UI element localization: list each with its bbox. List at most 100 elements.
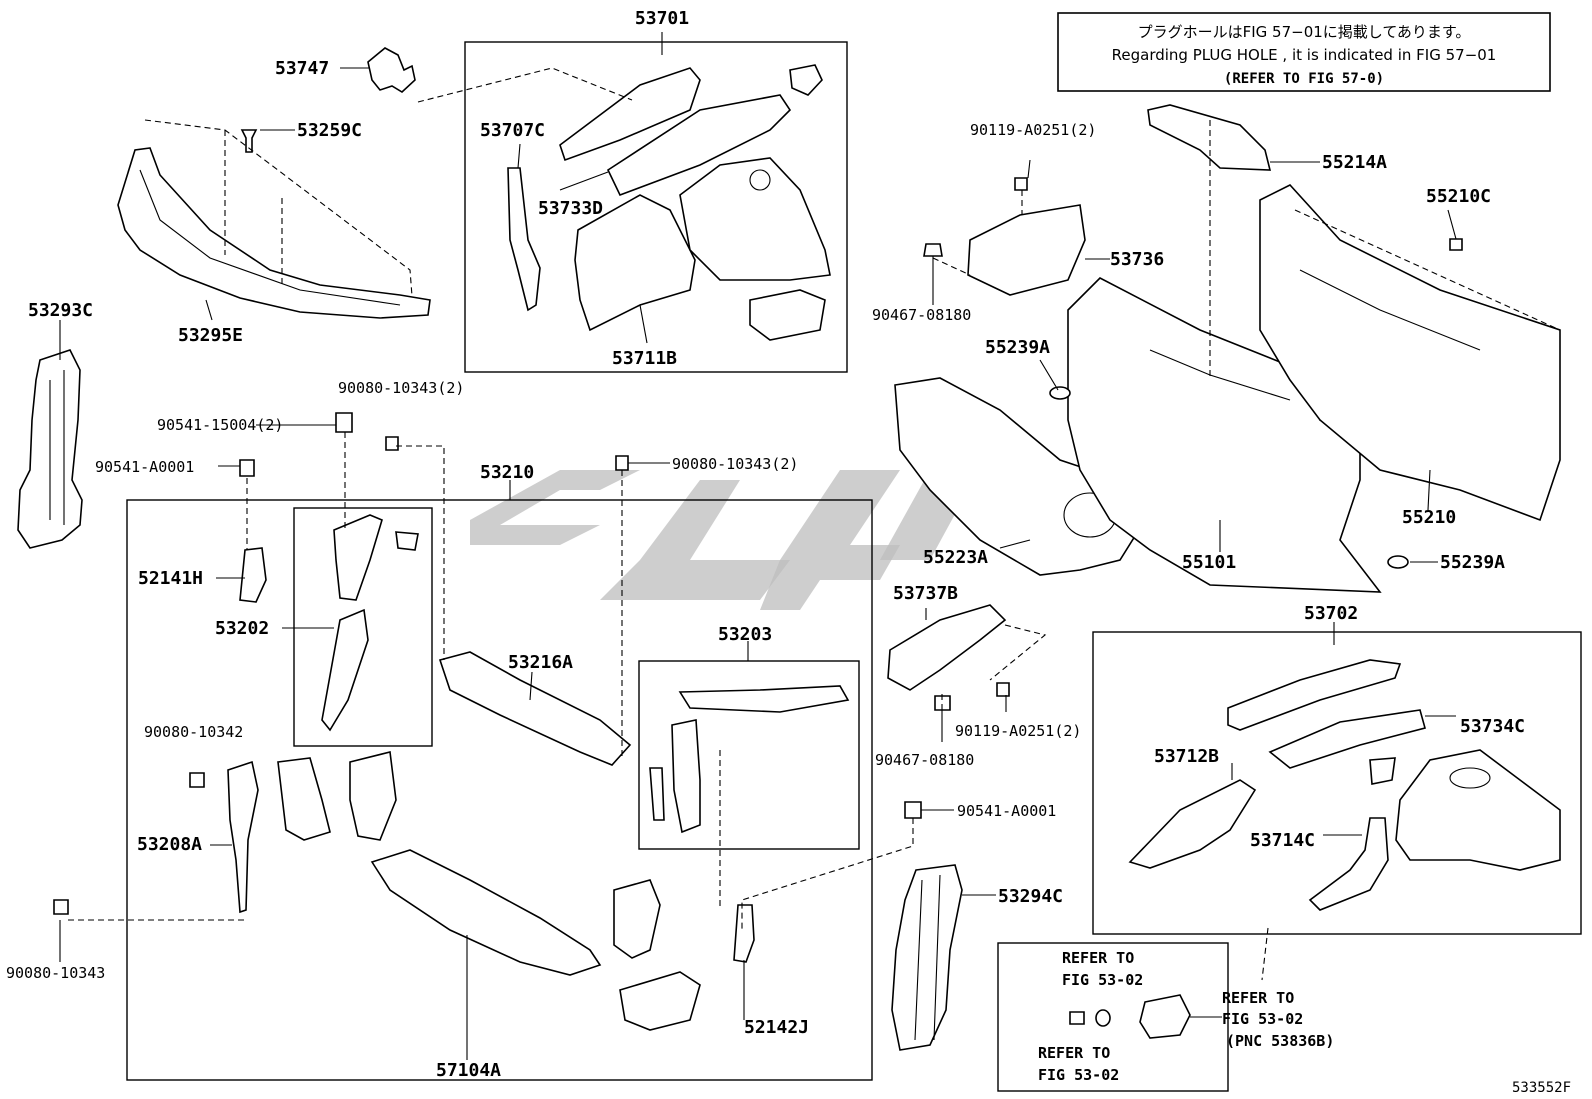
part-52142J-bracket — [733, 904, 755, 963]
label-53203: 53203 — [718, 624, 772, 645]
grommet-55239A-lower — [1387, 555, 1409, 569]
group-box-53701 — [464, 41, 848, 373]
clip-90541-15004 — [335, 412, 353, 433]
connector-lines — [68, 67, 1561, 981]
bolt-90080-10343-mid — [615, 455, 629, 471]
refer-2-line-2: FIG 53-02 — [1222, 1010, 1303, 1028]
label-90080-10343-2a: 90080-10343(2) — [338, 379, 464, 397]
bolt-refer — [1069, 1011, 1085, 1025]
refer-3-line-1: REFER TO — [1038, 1044, 1110, 1062]
part-55101-dash-panel — [1067, 277, 1382, 593]
label-55210C: 55210C — [1426, 186, 1491, 207]
label-53208A: 53208A — [137, 834, 202, 855]
label-55210: 55210 — [1402, 507, 1456, 528]
note-line-1: プラグホールはFIG 57−01に掲載してあります。 — [1138, 23, 1471, 41]
grommet-55239A-upper — [1049, 386, 1071, 400]
label-52141H: 52141H — [138, 568, 203, 589]
label-53737B: 53737B — [893, 583, 958, 604]
label-53702: 53702 — [1304, 603, 1358, 624]
bolt-90080-10343-lower — [53, 899, 69, 915]
label-53711B: 53711B — [612, 348, 677, 369]
label-55239Aa: 55239A — [985, 337, 1050, 358]
label-53295E: 53295E — [178, 325, 243, 346]
part-55210-silencer — [1259, 184, 1561, 522]
part-53707C-member — [507, 167, 541, 312]
refer-1-line-1: REFER TO — [1062, 949, 1134, 967]
bolt-90119-A0251-top — [1014, 177, 1028, 191]
note-line-2: Regarding PLUG HOLE , it is indicated in… — [1112, 46, 1497, 64]
refer-labels: REFER TO FIG 53-02 REFER TO FIG 53-02 (P… — [1038, 949, 1334, 1084]
bolt-90080-10342 — [189, 772, 205, 788]
part-53733D-reinforcement — [606, 94, 792, 197]
part-53203-side — [649, 767, 665, 821]
part-53702-wheelhouse — [1395, 749, 1561, 871]
part-53701-bracket-small — [749, 289, 826, 341]
refer-1-line-2: FIG 53-02 — [1062, 971, 1143, 989]
part-53203-upper — [678, 685, 850, 713]
refer-3-line-2: FIG 53-02 — [1038, 1066, 1119, 1084]
part-53737B-extension — [887, 604, 1007, 691]
part-53295E-cover — [117, 147, 431, 319]
label-53259C: 53259C — [297, 120, 362, 141]
clip-90467-08180-top — [923, 243, 943, 257]
label-53210: 53210 — [480, 462, 534, 483]
part-labels: 53701 53747 53259C 53707C 53733D 53711B … — [6, 8, 1571, 1096]
part-53208A-brace — [227, 760, 259, 914]
label-53707C: 53707C — [480, 120, 545, 141]
label-53747: 53747 — [275, 58, 329, 79]
label-90080-10342: 90080-10342 — [144, 723, 243, 741]
label-57104A: 57104A — [436, 1060, 501, 1081]
label-53734C: 53734C — [1460, 716, 1525, 737]
label-53293C: 53293C — [28, 300, 93, 321]
part-53701-top-bracket — [789, 64, 823, 96]
part-53702-apron-member — [1227, 659, 1402, 731]
clip-90541-A0001-lower — [904, 801, 922, 819]
part-53714C-member — [1308, 817, 1389, 911]
group-box-53202 — [293, 507, 433, 747]
label-53202: 53202 — [215, 618, 269, 639]
figure-number: 533552F — [1512, 1080, 1571, 1096]
refer-2-line-1: REFER TO — [1222, 989, 1294, 1007]
label-53736: 53736 — [1110, 249, 1164, 270]
part-53202-lower — [321, 608, 369, 732]
bracket-53836B — [1139, 994, 1191, 1039]
label-53294C: 53294C — [998, 886, 1063, 907]
part-53747-bracket — [367, 47, 416, 93]
label-53701: 53701 — [635, 8, 689, 29]
part-53702-small-bracket — [1369, 757, 1396, 785]
group-box-refer — [997, 942, 1229, 1092]
label-53216A: 53216A — [508, 652, 573, 673]
part-53712B-apron — [1128, 779, 1257, 869]
washer-refer — [1095, 1009, 1111, 1027]
label-55223A: 55223A — [923, 547, 988, 568]
clip-90541-A0001-upper — [239, 459, 255, 477]
part-53701-apron-member — [559, 67, 701, 162]
label-90080-10343: 90080-10343 — [6, 964, 105, 982]
label-90541-A0001b: 90541-A0001 — [957, 802, 1056, 820]
label-52142J: 52142J — [744, 1017, 809, 1038]
group-box-53210 — [126, 499, 873, 1081]
part-53259C-clip — [240, 129, 258, 153]
label-90541-A0001a: 90541-A0001 — [95, 458, 194, 476]
part-53202-upper — [333, 514, 383, 601]
part-53210-inner-bracket-a — [277, 757, 331, 841]
label-55101: 55101 — [1182, 552, 1236, 573]
bolt-90119-A0251-lower — [996, 682, 1010, 697]
part-57104A-side-a — [613, 879, 661, 959]
label-90119-A0251-2b: 90119-A0251(2) — [955, 722, 1081, 740]
bolt-90080-10343-upper — [385, 436, 399, 451]
label-53714C: 53714C — [1250, 830, 1315, 851]
label-90119-A0251-2a: 90119-A0251(2) — [970, 121, 1096, 139]
label-55214A: 55214A — [1322, 152, 1387, 173]
part-53701-wheelhouse — [679, 157, 831, 281]
label-55239Ab: 55239A — [1440, 552, 1505, 573]
group-box-53702 — [1092, 631, 1582, 935]
part-53294C-seal — [891, 864, 963, 1051]
part-55223A-insulator — [894, 377, 1146, 576]
part-53202-bracket — [395, 531, 419, 551]
plug-hole-note: プラグホールはFIG 57−01に掲載してあります。 Regarding PLU… — [1057, 12, 1551, 92]
clip-55210C — [1449, 238, 1463, 251]
part-55214A-panel — [1147, 104, 1272, 171]
refer-2-line-3: (PNC 53836B) — [1226, 1032, 1334, 1050]
